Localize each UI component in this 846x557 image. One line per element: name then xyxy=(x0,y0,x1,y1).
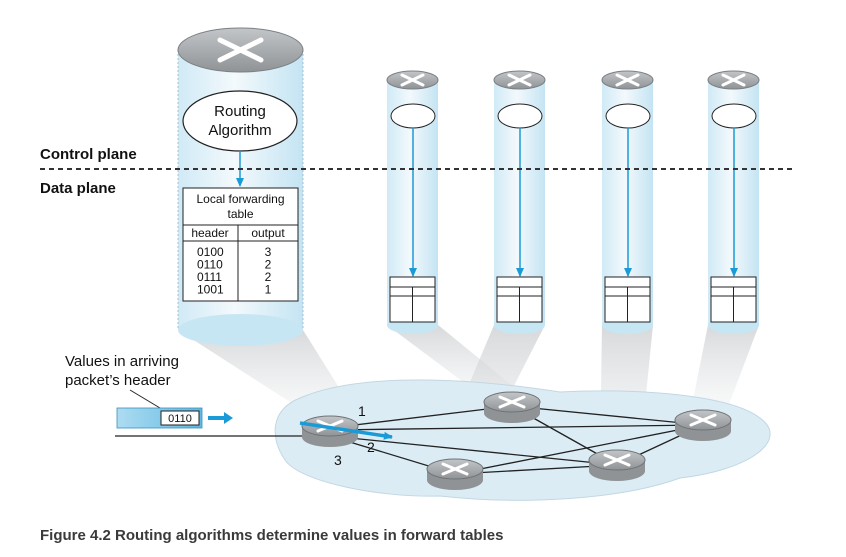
packet-callout-line xyxy=(129,389,166,412)
router-icon xyxy=(689,413,717,427)
forwarding-table: Local forwarding table header output 010… xyxy=(182,187,299,302)
router-icon xyxy=(400,73,425,87)
router-2 xyxy=(483,391,541,423)
router-5 xyxy=(674,409,732,441)
router-icon xyxy=(603,453,631,467)
routing-algorithm-oval: Routing Algorithm xyxy=(182,90,298,152)
table-cell-header: 0100 xyxy=(197,245,224,259)
arrow-right-icon xyxy=(208,412,233,424)
table-col-output: output xyxy=(251,226,285,240)
arriving-label-1: Values in arriving xyxy=(65,353,179,370)
algorithm-oval-5 xyxy=(711,103,757,129)
mini-table-2 xyxy=(389,276,436,323)
data-plane-label: Data plane xyxy=(40,180,116,197)
table-cell-output: 1 xyxy=(265,283,272,297)
table-cell-output: 3 xyxy=(265,245,272,259)
arriving-label-2: packet’s header xyxy=(65,372,171,389)
beam-5 xyxy=(690,325,759,415)
table-cell-output: 2 xyxy=(265,270,272,284)
mini-table-4 xyxy=(604,276,651,323)
table-rows: 0100 3 0110 2 0111 2 1001 1 xyxy=(197,245,272,297)
packet-header-value: 0110 xyxy=(168,413,192,425)
routing-label-2: Algorithm xyxy=(208,122,271,139)
algorithm-oval-4 xyxy=(605,103,651,129)
port-label-2: 2 xyxy=(367,439,375,455)
mini-table-5 xyxy=(710,276,757,323)
router-icon xyxy=(498,395,526,409)
table-title-2: table xyxy=(227,207,253,221)
algorithm-to-table-arrows xyxy=(236,128,738,277)
figure-caption: Figure 4.2 Routing algorithms determine … xyxy=(40,527,504,544)
packet: 0110 xyxy=(116,407,203,429)
table-title-1: Local forwarding xyxy=(196,192,284,206)
table-col-header: header xyxy=(191,226,228,240)
router-icon xyxy=(615,73,640,87)
algorithm-oval-3 xyxy=(497,103,543,129)
mini-table-3 xyxy=(496,276,543,323)
port-label-1: 1 xyxy=(358,403,366,419)
router-icon xyxy=(721,73,746,87)
router-3 xyxy=(426,458,484,490)
router-icon xyxy=(441,462,469,476)
router-4 xyxy=(588,449,646,481)
table-cell-header: 0111 xyxy=(197,270,222,284)
table-cell-output: 2 xyxy=(265,258,272,272)
table-cell-header: 1001 xyxy=(197,283,224,297)
router-icon xyxy=(507,73,532,87)
port-label-3: 3 xyxy=(334,452,342,468)
algorithm-oval-2 xyxy=(390,103,436,129)
router-icon xyxy=(217,37,264,63)
forwarding-arrow xyxy=(299,421,393,440)
network-cloud xyxy=(274,379,771,501)
routing-label-1: Routing xyxy=(214,103,266,120)
control-plane-label: Control plane xyxy=(40,146,137,163)
mini-tables xyxy=(389,276,757,323)
table-cell-header: 0110 xyxy=(197,258,223,272)
